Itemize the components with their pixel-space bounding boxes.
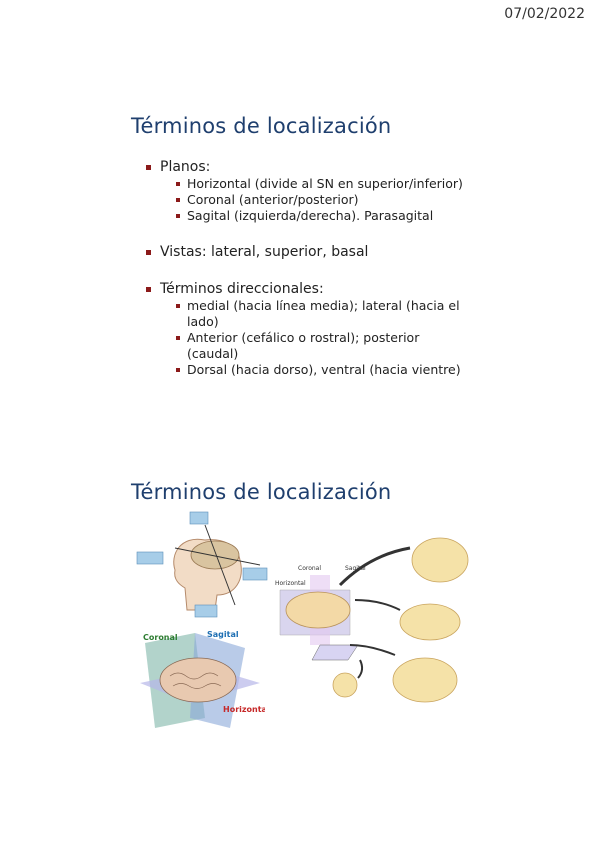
sub-list: medial (hacia línea media); lateral (hac… [160, 298, 466, 378]
bullet-item: Vistas: lateral, superior, basal [146, 243, 368, 261]
bullet-list-direccionales: Términos direccionales: medial (hacia lí… [146, 280, 466, 378]
slide2-title: Términos de localización [131, 480, 392, 504]
bullet-text: Vistas: lateral, superior, basal [160, 244, 369, 260]
bullet-list-vistas: Vistas: lateral, superior, basal [146, 243, 368, 261]
sub-item: Coronal (anterior/posterior) [176, 192, 463, 208]
bullet-list-planos: Planos: Horizontal (divide al SN en supe… [146, 158, 463, 224]
sagital-label: Sagital [207, 630, 239, 639]
brain-sections-figure: Horizontal Coronal Sagital [275, 537, 469, 703]
sub-item: medial (hacia línea media); lateral (hac… [176, 298, 466, 330]
sagital2-label: Sagital [345, 565, 366, 572]
date-stamp: 07/02/2022 [504, 6, 585, 22]
bullet-item: Términos direccionales: medial (hacia lí… [146, 280, 466, 378]
sub-list: Horizontal (divide al SN en superior/inf… [160, 176, 463, 224]
slide1-title: Términos de localización [131, 114, 392, 138]
sub-item: Horizontal (divide al SN en superior/inf… [176, 176, 463, 192]
brain-planes-figure: Coronal Sagital Horizontal [140, 630, 265, 728]
sub-item: Anterior (cefálico o rostral); posterior… [176, 330, 466, 362]
bullet-item: Planos: Horizontal (divide al SN en supe… [146, 158, 463, 224]
bullet-text: Planos: [160, 159, 211, 175]
sub-item: Sagital (izquierda/derecha). Parasagital [176, 208, 463, 224]
sub-item: Dorsal (hacia dorso), ventral (hacia vie… [176, 362, 466, 378]
coronal-label: Coronal [143, 633, 178, 642]
head-planes-figure [136, 511, 268, 618]
horizontal-label: Horizontal [223, 705, 265, 714]
bullet-text: Términos direccionales: [160, 281, 324, 297]
horizontal2-label: Horizontal [275, 580, 306, 587]
coronal2-label: Coronal [298, 565, 321, 572]
